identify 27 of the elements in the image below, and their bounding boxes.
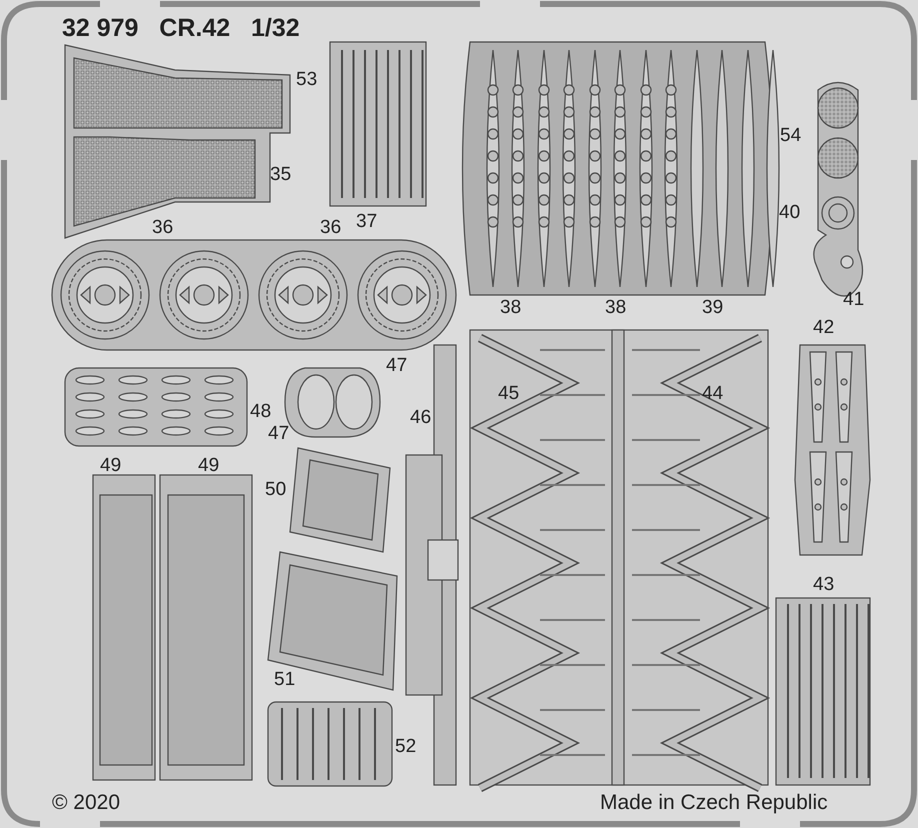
sheet-title: 32 979 CR.42 1/32 [62,16,300,41]
part-number: 49 [100,456,122,475]
origin-note: Made in Czech Republic [600,792,828,813]
part-number: 52 [395,737,416,756]
part-number: 54 [780,126,802,145]
part-number: 38 [500,298,522,317]
part-number: 39 [702,298,724,317]
part-number: 38 [605,298,626,317]
part-number: 47 [268,424,290,443]
part-number: 36 [320,218,342,237]
part-number: 43 [813,575,834,594]
part-number: 36 [152,218,174,237]
part-number: 53 [296,70,318,89]
part-number: 46 [410,408,432,427]
part-number: 51 [274,670,296,689]
part-number: 45 [498,384,520,403]
part-number: 47 [386,356,408,375]
part-number: 37 [356,212,378,231]
part-number: 48 [250,402,272,421]
part-number: 49 [198,456,220,475]
part-number: 35 [270,165,292,184]
part-number: 40 [779,203,800,222]
part-number: 44 [702,384,724,403]
part-number: 50 [265,480,286,499]
part-number: 42 [813,318,834,337]
part-number: 41 [843,290,864,309]
copyright-note: © 2020 [52,792,120,813]
